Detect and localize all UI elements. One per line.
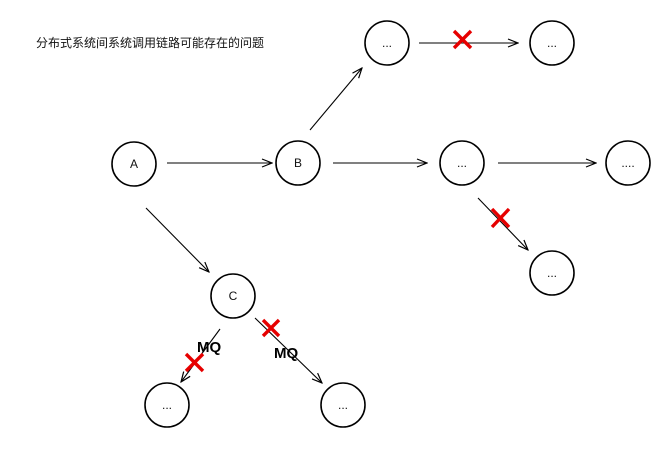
node-n6-circle	[144, 382, 190, 428]
node-n2-label: ...	[547, 36, 557, 50]
node-n4-circle	[605, 140, 651, 186]
edge-b-to-n1	[309, 68, 362, 131]
edge-n3-to-n5	[477, 197, 528, 250]
node-n3-label: ...	[457, 156, 467, 170]
edge-c-to-n7	[254, 317, 322, 383]
node-a-label: A	[130, 157, 138, 171]
edge-a-to-c	[145, 207, 209, 272]
mq-label-right: MQ	[274, 345, 298, 362]
node-a: A	[111, 141, 157, 187]
node-n4-label: ....	[621, 156, 634, 170]
node-a-circle	[111, 141, 157, 187]
node-n3: ...	[439, 140, 485, 186]
edges	[145, 43, 596, 383]
node-n5-circle	[529, 250, 575, 296]
node-n5: ...	[529, 250, 575, 296]
node-c-circle	[210, 273, 256, 319]
failure-cross-icon	[261, 318, 281, 338]
node-b-circle	[275, 140, 321, 186]
failure-cross-icon	[490, 207, 511, 229]
node-b-label: B	[294, 156, 302, 170]
mq-label-left: MQ	[197, 339, 221, 356]
node-c-label: C	[229, 289, 238, 303]
node-n7: ...	[320, 382, 366, 428]
node-n6: ...	[144, 382, 190, 428]
node-n3-circle	[439, 140, 485, 186]
node-n1-circle	[364, 20, 410, 66]
node-n7-label: ...	[338, 398, 348, 412]
node-n1-label: ...	[382, 36, 392, 50]
node-n7-circle	[320, 382, 366, 428]
node-n1: ...	[364, 20, 410, 66]
node-n2: ...	[529, 20, 575, 66]
diagram-title: 分布式系统间系统调用链路可能存在的问题	[36, 36, 265, 50]
node-n4: ....	[605, 140, 651, 186]
node-n6-label: ...	[162, 398, 172, 412]
failure-cross-icon	[452, 29, 473, 50]
node-n2-circle	[529, 20, 575, 66]
node-b: B	[275, 140, 321, 186]
failure-cross-icon	[184, 352, 205, 373]
node-n5-label: ...	[547, 266, 557, 280]
node-c: C	[210, 273, 256, 319]
